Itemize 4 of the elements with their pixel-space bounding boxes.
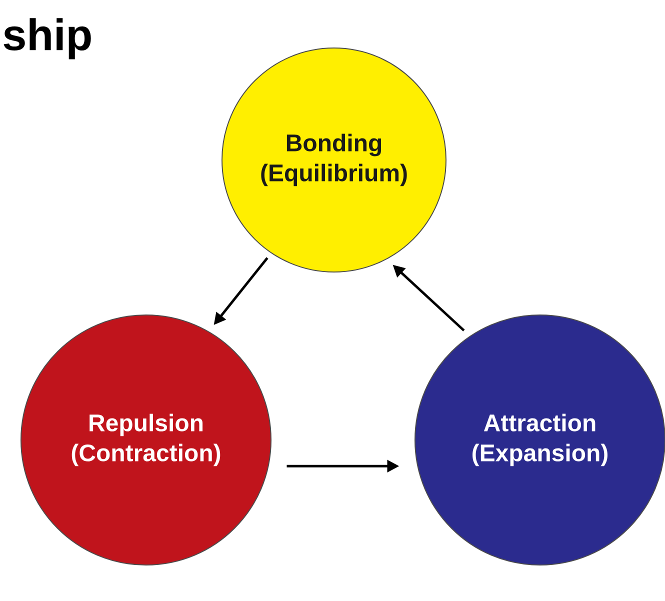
circle-node: Bonding (Equilibrium) bbox=[222, 47, 446, 272]
circle-node: Repulsion (Contraction) bbox=[20, 314, 272, 566]
heading-text: ship bbox=[4, 18, 91, 60]
circle-node: Attraction (Expansion) bbox=[414, 314, 665, 566]
